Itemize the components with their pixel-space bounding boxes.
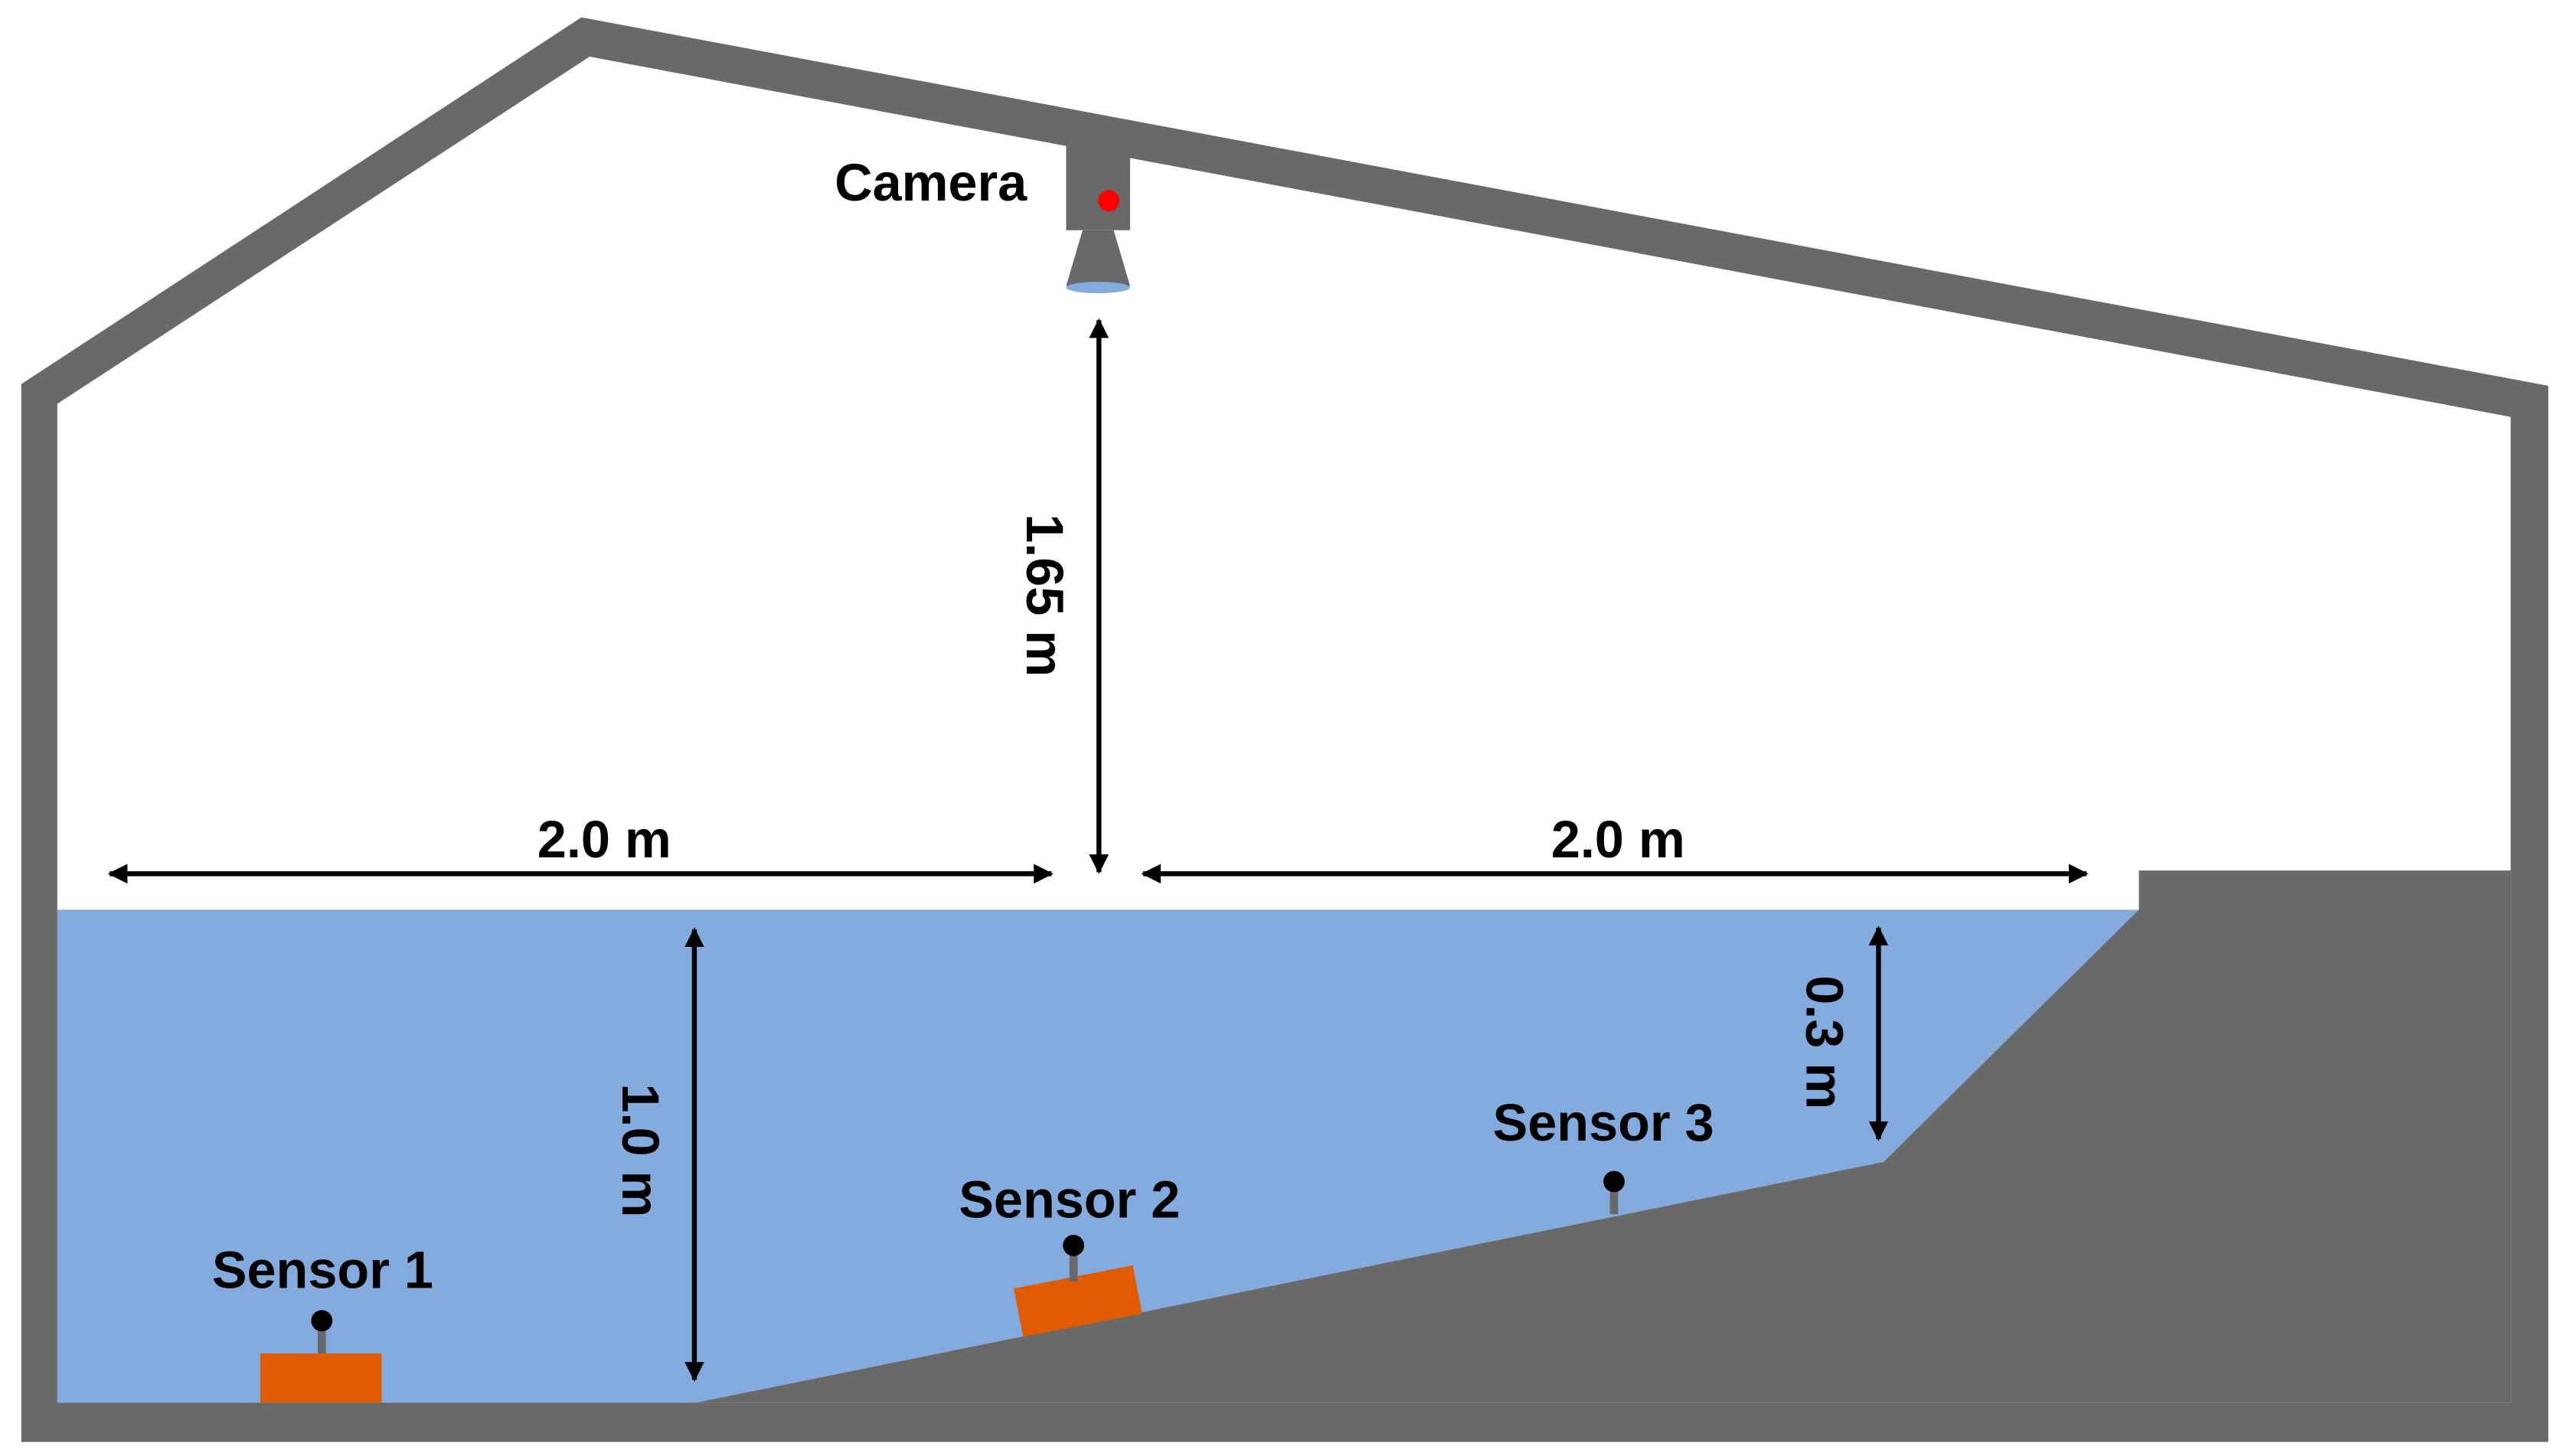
sensor-3-stem (1609, 1184, 1619, 1215)
left-width-label: 2.0 m (537, 810, 671, 869)
sensor-2-probe (1063, 1235, 1085, 1256)
sensor-1 (260, 1310, 382, 1403)
sensor-1-body (260, 1353, 382, 1403)
sensor-3 (1603, 1170, 1625, 1215)
sensor-2 (1014, 1235, 1142, 1337)
camera-lens-cone (1066, 230, 1130, 286)
deep-depth-label: 1.0 m (611, 1083, 670, 1217)
shallow-depth-label: 0.3 m (1795, 975, 1854, 1109)
right-width-label: 2.0 m (1551, 810, 1685, 869)
camera-label: Camera (835, 153, 1028, 212)
water-body (57, 909, 2139, 1403)
sensor-1-probe (311, 1310, 333, 1332)
sensor-3-probe (1603, 1170, 1625, 1193)
sensor-3-label: Sensor 3 (1493, 1093, 1714, 1152)
sensor-1-label: Sensor 1 (212, 1241, 433, 1300)
camera-mount (1066, 143, 1130, 230)
camera (1066, 143, 1130, 294)
sensor-2-label: Sensor 2 (959, 1170, 1180, 1229)
camera-lens (1066, 282, 1130, 294)
sensor-2-stem (1069, 1252, 1078, 1281)
tank-slope-floor (696, 870, 2511, 1403)
sensor-2-body (1014, 1265, 1142, 1337)
camera-height-label: 1.65 m (1015, 514, 1074, 677)
camera-indicator-dot (1098, 190, 1120, 212)
sensor-1-stem (317, 1324, 326, 1354)
